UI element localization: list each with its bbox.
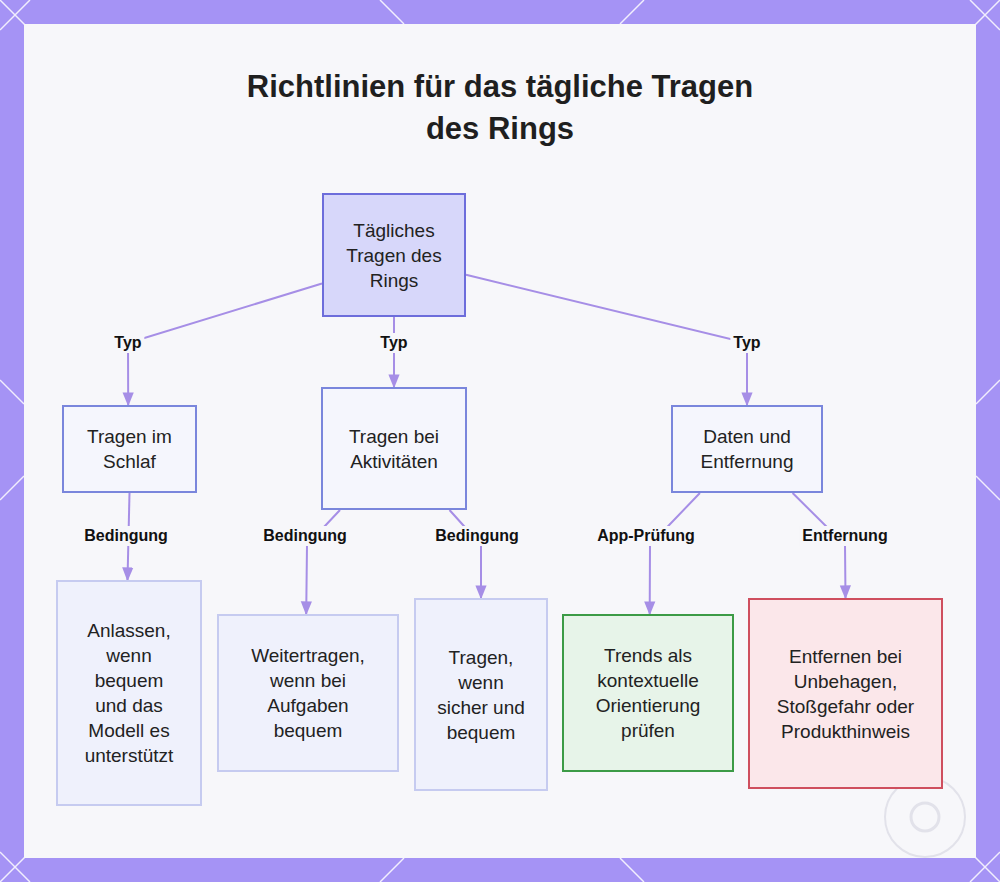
diagram-title: Richtlinien für das tägliche Tragen des …: [220, 66, 780, 150]
edge-label: Bedingung: [81, 526, 171, 546]
root-box: Tägliches Tragen des Rings: [322, 193, 466, 317]
box-text: Tragen im Schlaf: [76, 424, 183, 474]
category-box: Daten und Entfernung: [671, 405, 823, 493]
box-text: Tragen, wenn sicher und bequem: [436, 645, 526, 745]
app-check-box: Trends als kontextuelle Orientierung prü…: [562, 614, 734, 772]
connector-line: [466, 275, 747, 405]
removal-box: Entfernen bei Unbehagen, Stoßgefahr oder…: [748, 598, 943, 789]
edge-label: Bedingung: [260, 526, 350, 546]
box-content: Daten und Entfernung: [685, 424, 809, 474]
box-content: Anlassen, wenn bequem und das Modell es …: [78, 618, 180, 768]
edge-label: Typ: [730, 333, 763, 353]
box-content: Tägliches Tragen des Rings: [338, 218, 450, 293]
box-text: Weitertragen, wenn bei Aufgaben bequem: [239, 643, 377, 743]
box-content: Entfernen bei Unbehagen, Stoßgefahr oder…: [768, 644, 923, 744]
category-box: Tragen im Schlaf: [62, 405, 197, 493]
connector-line: [650, 493, 700, 614]
box-text: Daten und Entfernung: [685, 424, 809, 474]
edge-label: Bedingung: [432, 526, 522, 546]
box-text: Tragen bei Aktivitäten: [335, 424, 453, 474]
condition-box: Anlassen, wenn bequem und das Modell es …: [56, 580, 202, 806]
box-text: Tägliches Tragen des Rings: [338, 218, 450, 293]
edge-label: Entfernung: [799, 526, 890, 546]
box-content: Tragen bei Aktivitäten: [335, 424, 453, 474]
edge-label: Typ: [377, 333, 410, 353]
condition-box: Tragen, wenn sicher und bequem: [414, 598, 548, 791]
edge-label: Typ: [111, 333, 144, 353]
box-text: Trends als kontextuelle Orientierung prü…: [582, 643, 714, 743]
edge-label: App-Prüfung: [594, 526, 698, 546]
category-box: Tragen bei Aktivitäten: [321, 387, 467, 510]
connector-line: [450, 510, 482, 598]
box-content: Weitertragen, wenn bei Aufgaben bequem: [239, 643, 377, 743]
box-content: Trends als kontextuelle Orientierung prü…: [582, 643, 714, 743]
condition-box: Weitertragen, wenn bei Aufgaben bequem: [217, 614, 399, 772]
box-text: Entfernen bei Unbehagen, Stoßgefahr oder…: [768, 644, 923, 744]
box-text: Anlassen, wenn bequem und das Modell es …: [78, 618, 180, 768]
box-content: Tragen im Schlaf: [76, 424, 183, 474]
box-content: Tragen, wenn sicher und bequem: [436, 645, 526, 745]
connector-line: [128, 284, 322, 406]
